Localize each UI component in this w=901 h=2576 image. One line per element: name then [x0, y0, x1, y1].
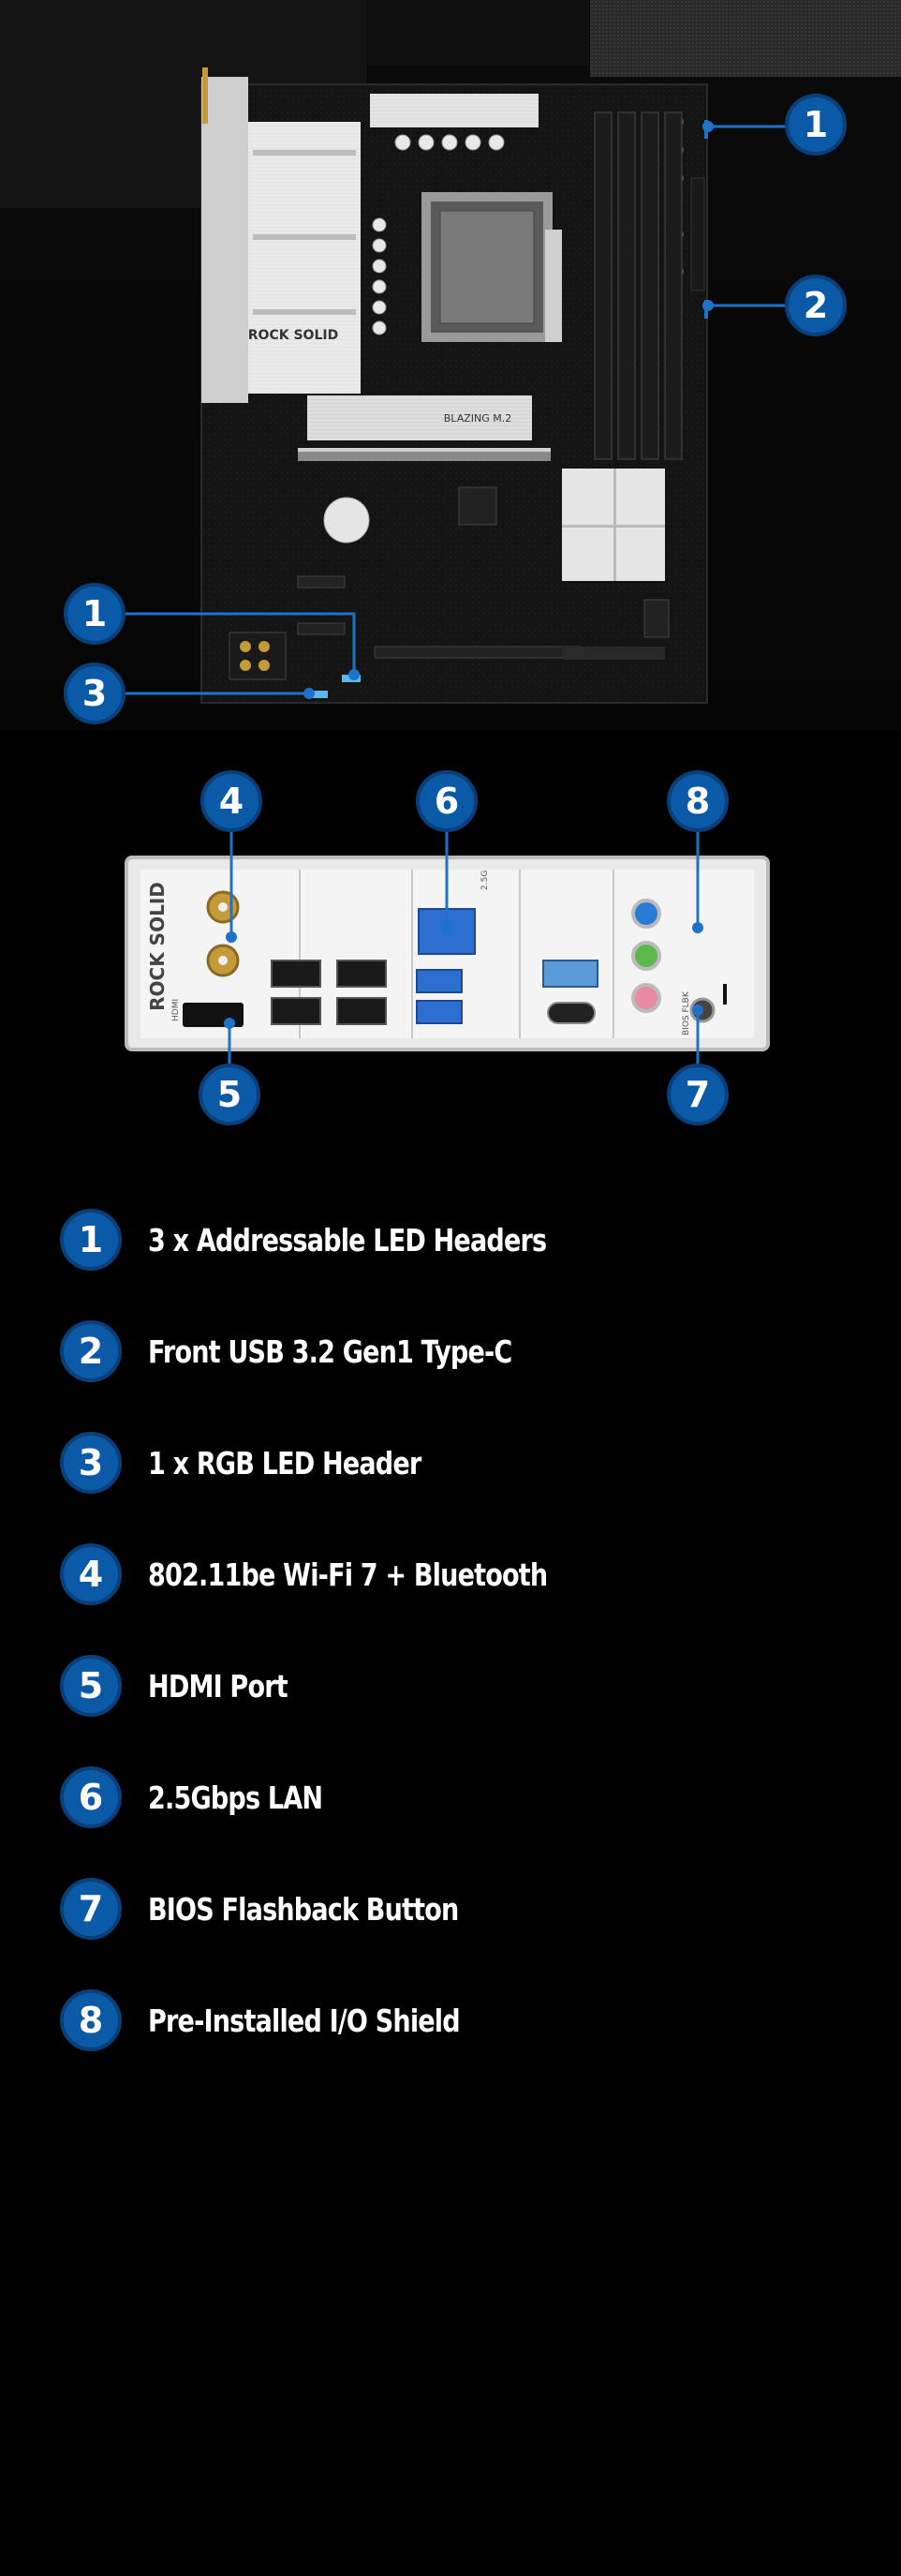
background-panel-middle	[368, 0, 589, 66]
io-bios-label: BIOS FLBK	[682, 990, 691, 1035]
feature-item: 1 3 x Addressable LED Headers	[60, 1209, 865, 1271]
feature-badge: 4	[60, 1543, 122, 1605]
feature-label: Front USB 3.2 Gen1 Type-C	[148, 1333, 512, 1370]
feature-item: 2 Front USB 3.2 Gen1 Type-C	[60, 1320, 865, 1382]
callout-badge-3: 3	[64, 663, 126, 724]
feature-label: 3 x Addressable LED Headers	[148, 1221, 547, 1258]
m2-heatsink-label: BLAZING M.2	[444, 412, 511, 424]
io-hdmi-label: HDMI	[171, 999, 181, 1021]
callout-badge-1-bottom: 1	[64, 583, 126, 645]
motherboard: ROCK SOLID	[200, 67, 708, 704]
feature-item: 3 1 x RGB LED Header	[60, 1432, 865, 1494]
feature-badge: 3	[60, 1432, 122, 1494]
callout-badge-5: 5	[199, 1064, 260, 1125]
feature-badge: 2	[60, 1320, 122, 1382]
feature-label: 2.5Gbps LAN	[148, 1779, 323, 1816]
motherboard-diagram: ROCK SOLID	[122, 67, 815, 1064]
diagram-stage: ROCK SOLID	[0, 0, 901, 1125]
callout-badge-7: 7	[667, 1064, 729, 1125]
feature-item: 7 BIOS Flashback Button	[60, 1878, 865, 1940]
feature-item: 8 Pre-Installed I/O Shield	[60, 1989, 865, 2051]
feature-item: 6 2.5Gbps LAN	[60, 1766, 865, 1828]
callout-badge-8: 8	[667, 770, 729, 832]
io-brand-logo: ROCK SOLID	[146, 882, 169, 1011]
feature-badge: 7	[60, 1878, 122, 1940]
background-panel-textured	[590, 0, 901, 77]
feature-label: BIOS Flashback Button	[148, 1890, 459, 1928]
feature-item: 5 HDMI Port	[60, 1655, 865, 1717]
callout-badge-6: 6	[416, 770, 478, 832]
feature-label: Pre-Installed I/O Shield	[148, 2002, 461, 2039]
feature-label: 802.11be Wi-Fi 7 + Bluetooth	[148, 1556, 548, 1593]
callout-badge-2: 2	[785, 275, 847, 336]
feature-badge: 8	[60, 1989, 122, 2051]
io-lan-label: 2.5G	[480, 871, 490, 890]
feature-badge: 6	[60, 1766, 122, 1828]
callout-badge-1-top: 1	[785, 94, 847, 156]
feature-item: 4 802.11be Wi-Fi 7 + Bluetooth	[60, 1543, 865, 1605]
io-shield: ROCK SOLID HDMI 2.5G	[125, 856, 770, 1051]
feature-label: 1 x RGB LED Header	[148, 1444, 421, 1482]
heatsink-logo: ROCK SOLID	[248, 328, 338, 343]
feature-label: HDMI Port	[148, 1667, 288, 1705]
feature-badge: 1	[60, 1209, 122, 1271]
feature-badge: 5	[60, 1655, 122, 1717]
io-callout-lines	[228, 829, 700, 1064]
callout-badge-4: 4	[200, 770, 262, 832]
